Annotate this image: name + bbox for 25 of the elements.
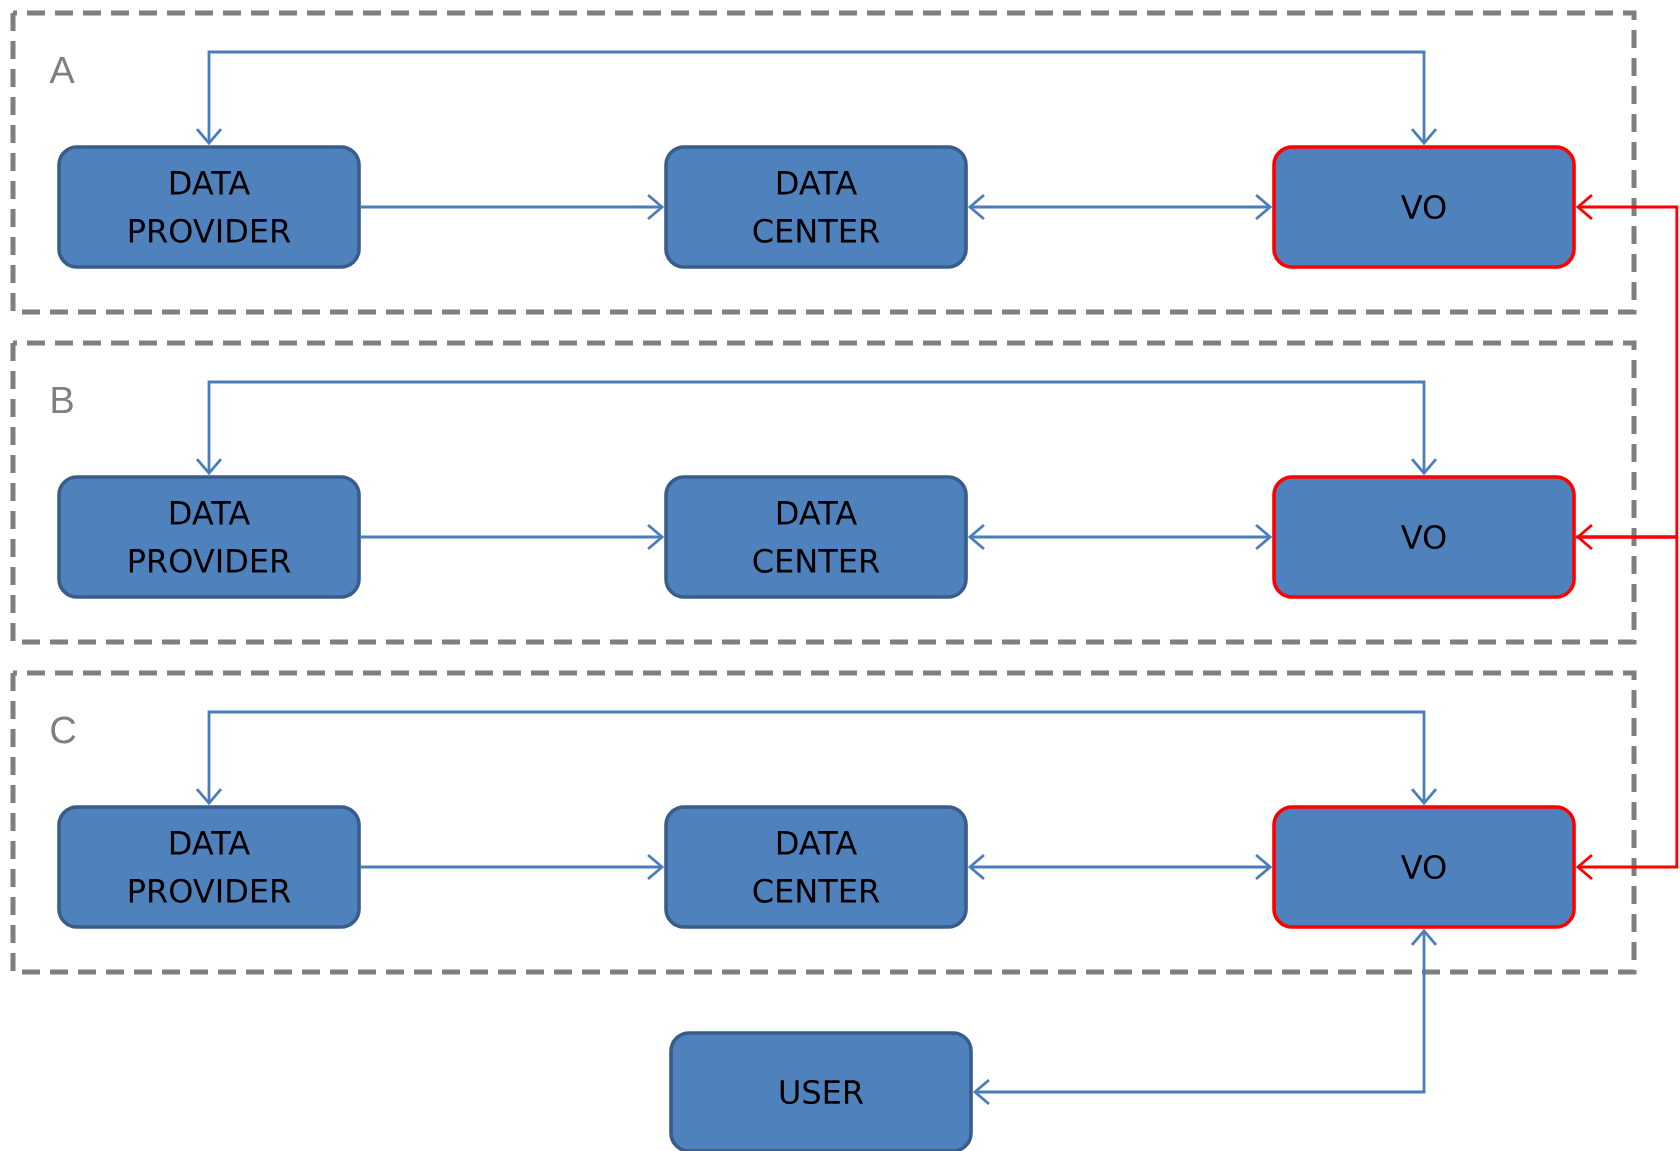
process-box: DATA PROVIDER [57, 805, 361, 929]
group-label: B [52, 386, 73, 414]
arrow [967, 523, 1273, 551]
arrow [972, 928, 1438, 1106]
arrow [195, 50, 1438, 146]
vo-box: VO [1272, 805, 1576, 929]
process-box: DATA CENTER [664, 145, 968, 269]
arrow [195, 710, 1438, 806]
process-box: DATA PROVIDER [57, 475, 361, 599]
arrow [967, 853, 1273, 881]
process-box: DATA CENTER [664, 475, 968, 599]
arrow [195, 380, 1438, 476]
group-label: A [49, 56, 75, 84]
arrow [360, 853, 665, 881]
process-box: DATA PROVIDER [57, 145, 361, 269]
process-box: DATA CENTER [664, 805, 968, 929]
arrow [967, 193, 1273, 221]
group-label: C [51, 716, 76, 744]
process-box: USER [669, 1031, 973, 1151]
arrow [1575, 193, 1679, 551]
vo-box: VO [1272, 475, 1576, 599]
arrow [360, 523, 665, 551]
arrow [1575, 535, 1679, 881]
vo-box: VO [1272, 145, 1576, 269]
arrow [360, 193, 665, 221]
